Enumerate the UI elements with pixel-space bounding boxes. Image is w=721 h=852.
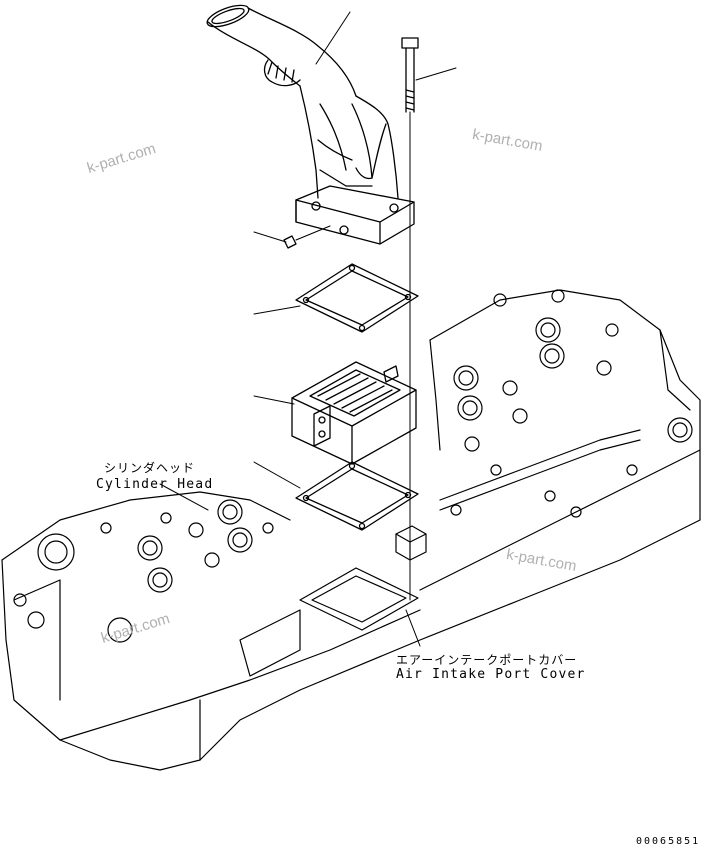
intake-elbow-pipe — [206, 4, 415, 245]
leader-lines — [159, 11, 457, 647]
air-intake-port-cover-label-en: Air Intake Port Cover — [396, 667, 586, 682]
cylinder-head-label-jp: シリンダヘッド — [104, 461, 196, 475]
upper-gasket — [295, 263, 419, 333]
long-bolt — [401, 37, 419, 601]
cylinder-head — [1, 289, 701, 771]
drawing-code: 00065851 — [636, 836, 701, 847]
intake-heater-box — [291, 361, 417, 465]
air-intake-port-cover-label-jp: エアーインテークポートカバー — [396, 653, 578, 667]
lower-gasket — [295, 461, 419, 531]
small-bolt — [283, 225, 331, 249]
cylinder-head-label-en: Cylinder Head — [96, 477, 214, 492]
